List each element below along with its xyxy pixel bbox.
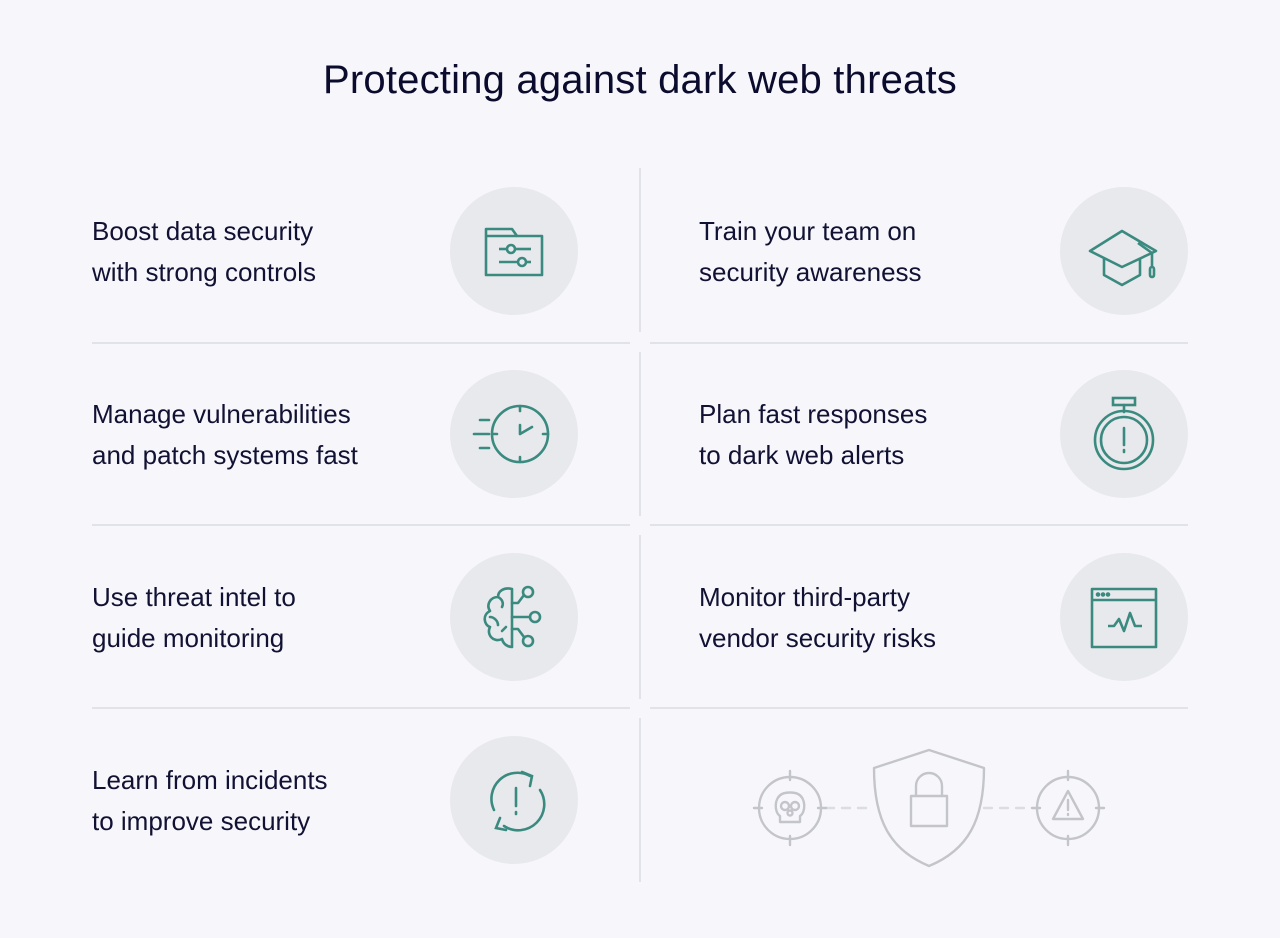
item-label-line: Learn from incidents [92,764,328,795]
item-label-line: security awareness [699,256,922,287]
warning-target-icon [1030,769,1106,847]
item-label: Monitor third-party vendor security risk… [699,577,1039,659]
item-label: Boost data security with strong controls [92,211,432,293]
horizontal-divider [650,707,1188,709]
item-team-training: Train your team on security awareness [699,160,1239,343]
item-label: Train your team on security awareness [699,211,1039,293]
shield-lock-icon [872,748,986,868]
item-label: Learn from incidents to improve security [92,760,432,842]
horizontal-divider [92,524,630,526]
item-label-line: and patch systems fast [92,439,358,470]
item-label: Use threat intel to guide monitoring [92,577,432,659]
fast-clock-icon [450,370,578,498]
skull-target-icon [752,769,828,847]
folder-sliders-icon [450,187,578,315]
item-label-line: Monitor third-party [699,581,910,612]
item-patch-vulnerabilities: Manage vulnerabilities and patch systems… [92,343,632,526]
item-response-plan: Plan fast responses to dark web alerts [699,343,1239,526]
item-label-line: Boost data security [92,215,314,246]
brain-circuit-icon [450,553,578,681]
item-label-line: vendor security risks [699,622,936,653]
security-illustration [740,740,1120,880]
item-label: Manage vulnerabilities and patch systems… [92,394,432,476]
stopwatch-alert-icon [1060,370,1188,498]
horizontal-divider [650,342,1188,344]
item-label: Plan fast responses to dark web alerts [699,394,1039,476]
item-threat-intel: Use threat intel to guide monitoring [92,526,632,709]
refresh-alert-icon [450,736,578,864]
vertical-divider [639,718,641,882]
item-label-line: Plan fast responses [699,398,928,429]
vertical-divider [639,352,641,516]
horizontal-divider [92,342,630,344]
vertical-divider [639,168,641,332]
item-label-line: to dark web alerts [699,439,905,470]
item-label-line: Manage vulnerabilities [92,398,351,429]
horizontal-divider [650,524,1188,526]
item-label-line: Use threat intel to [92,581,296,612]
page-title: Protecting against dark web threats [322,58,957,102]
horizontal-divider [92,707,630,709]
item-label-line: to improve security [92,805,311,836]
graduation-cap-icon [1060,187,1188,315]
item-label-line: guide monitoring [92,622,285,653]
item-data-security: Boost data security with strong controls [92,160,632,343]
browser-pulse-icon [1060,553,1188,681]
vertical-divider [639,535,641,699]
item-label-line: with strong controls [92,256,316,287]
item-learn-incidents: Learn from incidents to improve security [92,709,632,892]
item-label-line: Train your team on [699,215,917,246]
item-vendor-risk: Monitor third-party vendor security risk… [699,526,1239,709]
